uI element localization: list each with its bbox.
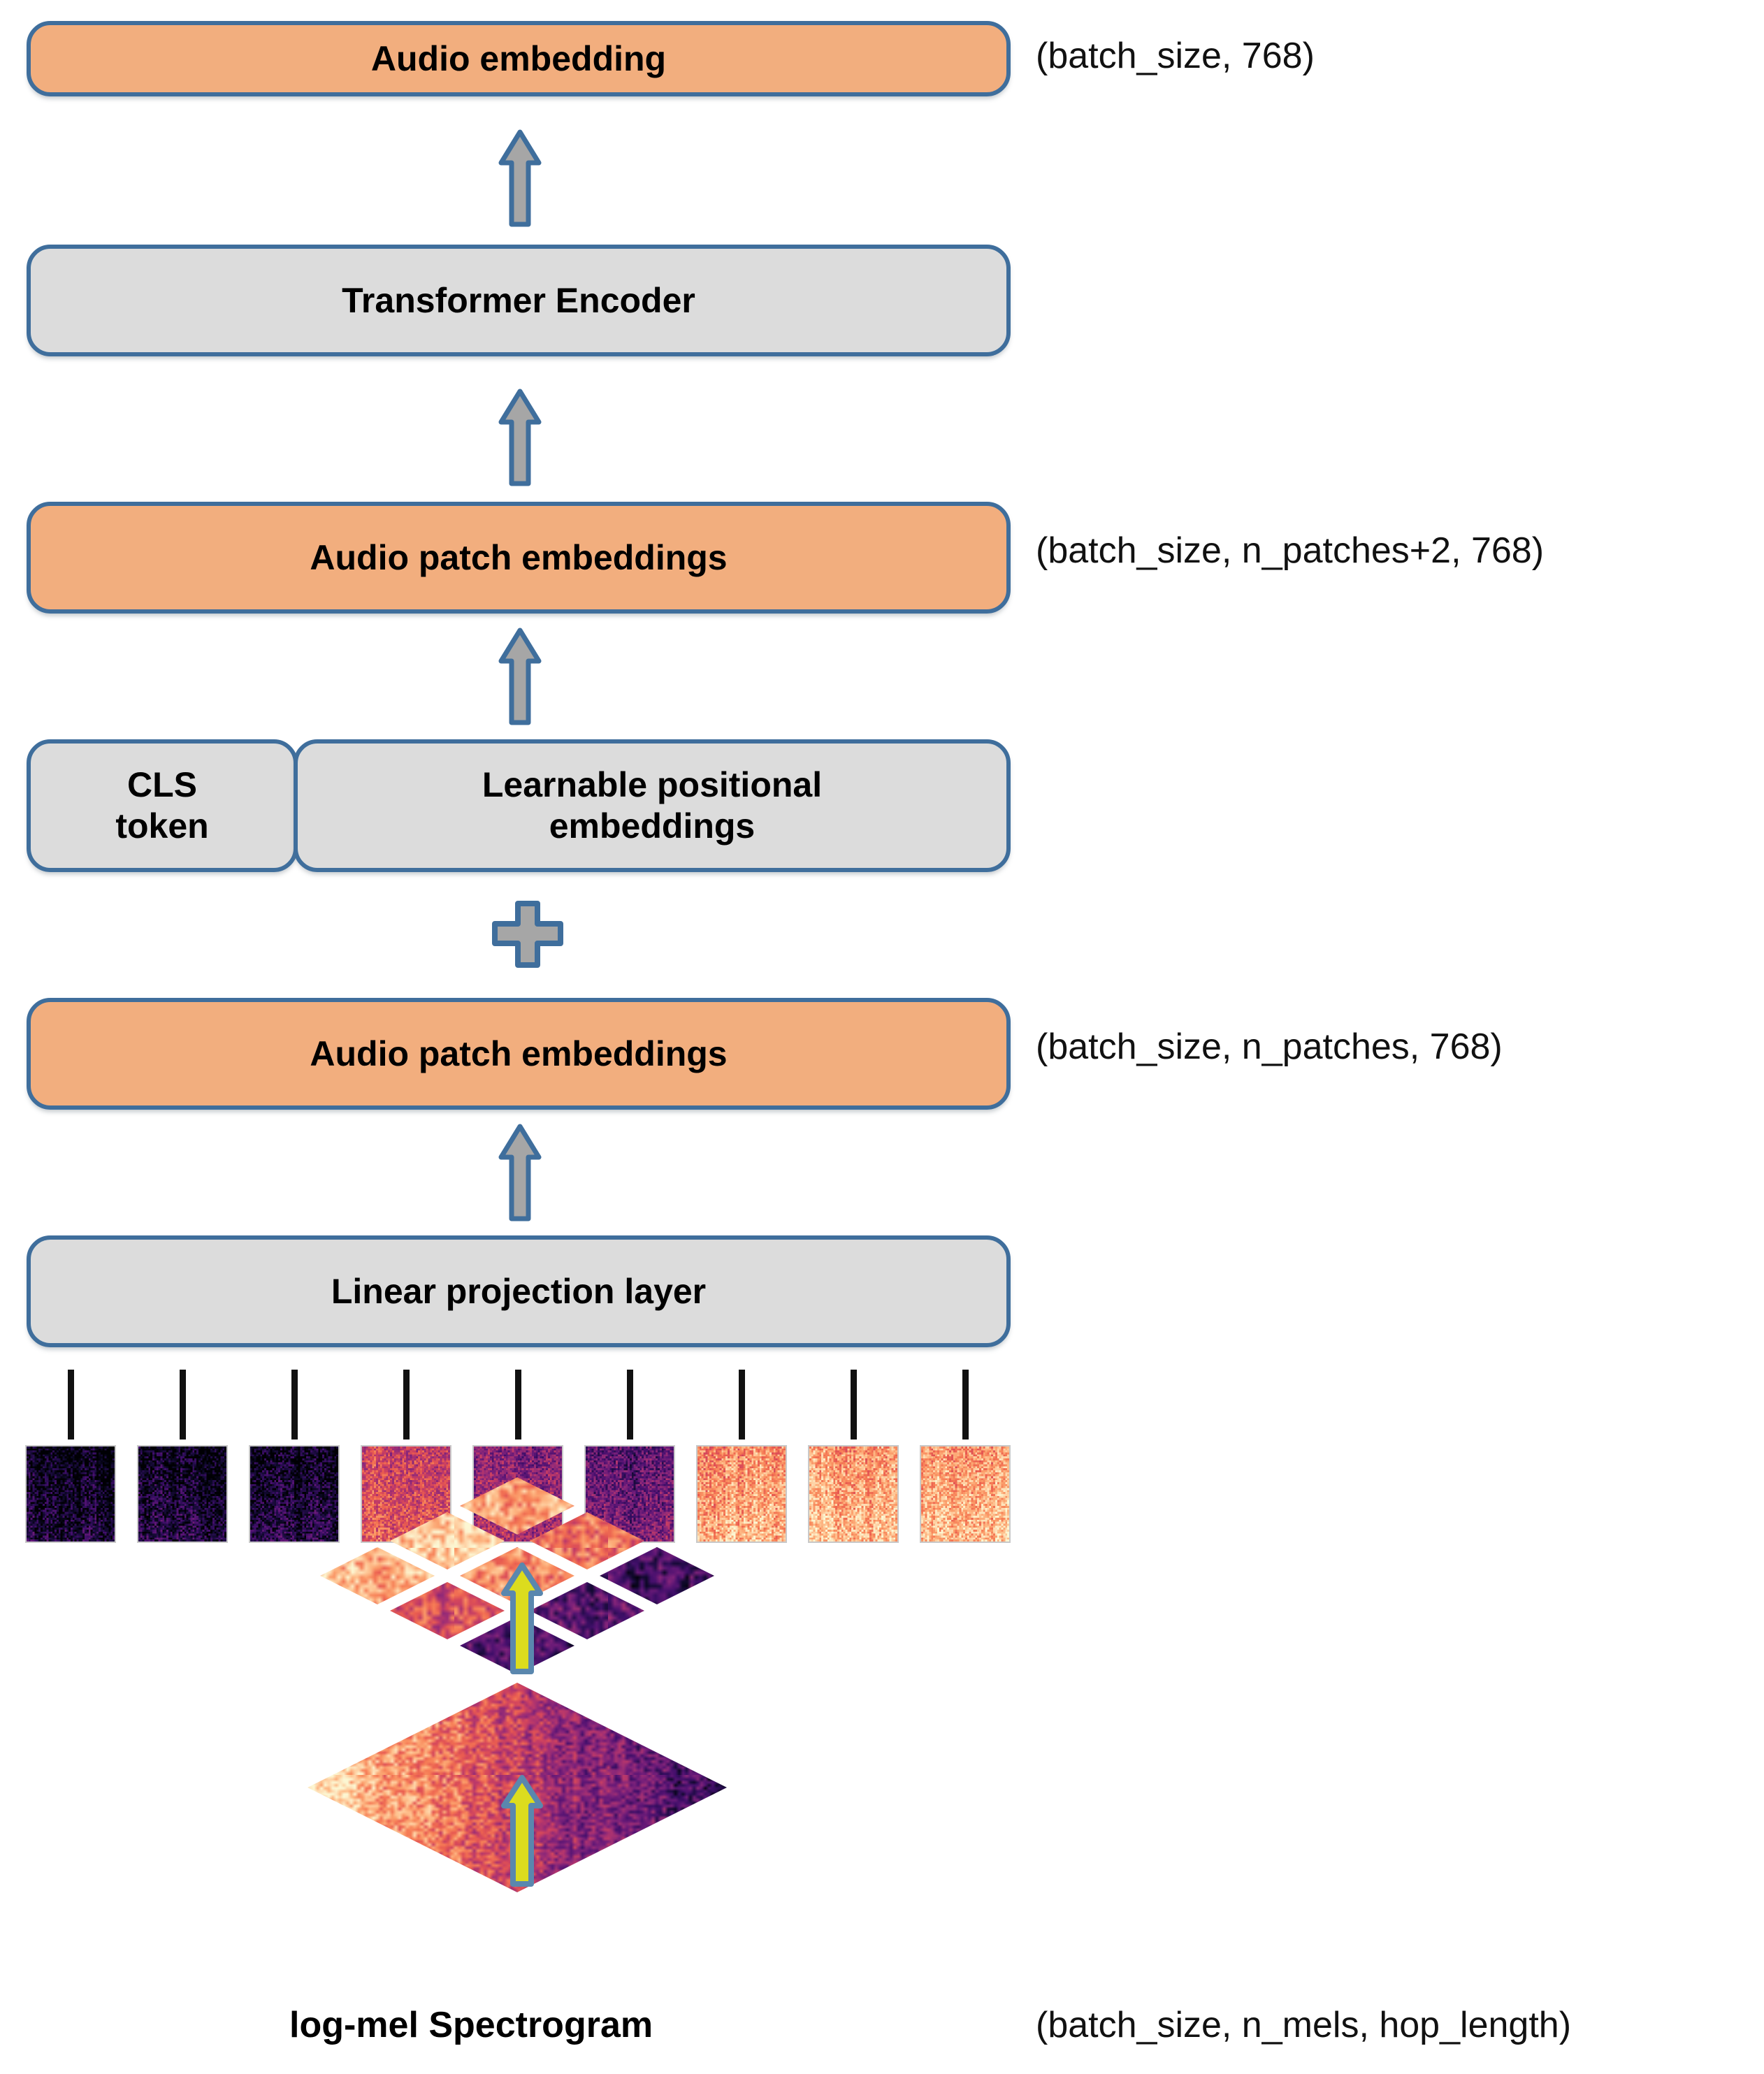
patch-tick-mark	[739, 1370, 745, 1440]
isometric-patch-tile	[530, 1582, 644, 1639]
block-cls-token-label-line2: token	[115, 806, 209, 846]
isometric-patch-tile	[460, 1477, 574, 1535]
spectrogram-patch	[249, 1445, 340, 1543]
plus-operator-icon	[491, 900, 564, 970]
block-transformer-encoder[interactable]: Transformer Encoder	[27, 245, 1011, 356]
arrow-linear-projection-to-patch-embeddings	[498, 1124, 542, 1221]
block-linear-projection-layer-label: Linear projection layer	[331, 1271, 707, 1311]
block-audio-patch-embeddings-lower[interactable]: Audio patch embeddings	[27, 998, 1011, 1110]
shape-annotation-audio-embedding: (batch_size, 768)	[1036, 36, 1315, 76]
spectrogram-patch	[137, 1445, 228, 1543]
isometric-patch-tile	[530, 1512, 644, 1569]
isometric-patch-tile	[320, 1547, 435, 1604]
isometric-patch-tile	[600, 1547, 714, 1604]
block-positional-embeddings[interactable]: Learnable positional embeddings	[294, 739, 1011, 872]
block-cls-token-label-line1: CLS	[127, 765, 197, 804]
patch-tick-mark	[68, 1370, 74, 1440]
shape-annotation-patch-embeddings: (batch_size, n_patches, 768)	[1036, 1027, 1503, 1067]
spectrogram-patch	[696, 1445, 787, 1543]
patch-tick-mark	[851, 1370, 857, 1440]
block-transformer-encoder-label: Transformer Encoder	[342, 280, 695, 320]
block-cls-token[interactable]: CLS token	[27, 739, 298, 872]
shape-annotation-spectrogram: (batch_size, n_mels, hop_length)	[1036, 2005, 1572, 2045]
patch-tick-mark	[403, 1370, 410, 1440]
iso-arrow-grid-to-patches	[500, 1562, 544, 1674]
isometric-patch-tile	[390, 1582, 505, 1639]
block-audio-patch-embeddings-upper-label: Audio patch embeddings	[310, 537, 728, 577]
block-audio-embedding[interactable]: Audio embedding	[27, 21, 1011, 96]
block-positional-embeddings-label-line1: Learnable positional	[482, 765, 823, 804]
patch-tick-mark	[962, 1370, 969, 1440]
patch-tick-mark	[627, 1370, 633, 1440]
spectrogram-patch	[920, 1445, 1011, 1543]
patch-tick-mark	[515, 1370, 521, 1440]
isometric-patch-tile	[390, 1512, 505, 1569]
patch-tick-mark	[291, 1370, 298, 1440]
arrow-sum-to-patch-embeddings	[498, 628, 542, 725]
block-positional-embeddings-label-line2: embeddings	[549, 806, 756, 846]
spectrogram-patch	[25, 1445, 116, 1543]
patch-tick-mark	[180, 1370, 186, 1440]
block-audio-patch-embeddings-lower-label: Audio patch embeddings	[310, 1034, 728, 1073]
isometric-patch-grid	[301, 1477, 734, 1820]
spectrogram-patch	[808, 1445, 899, 1543]
spectrogram-caption: log-mel Spectrogram	[289, 2005, 653, 2045]
block-audio-embedding-label: Audio embedding	[370, 38, 667, 78]
shape-annotation-patch-embeddings-plus2: (batch_size, n_patches+2, 768)	[1036, 530, 1545, 571]
arrow-encoder-to-audio-embedding	[498, 129, 542, 227]
iso-arrow-spectrogram-to-grid	[500, 1775, 544, 1887]
block-audio-patch-embeddings-upper[interactable]: Audio patch embeddings	[27, 502, 1011, 614]
arrow-patch-embeddings-to-encoder	[498, 389, 542, 486]
block-linear-projection-layer[interactable]: Linear projection layer	[27, 1235, 1011, 1347]
